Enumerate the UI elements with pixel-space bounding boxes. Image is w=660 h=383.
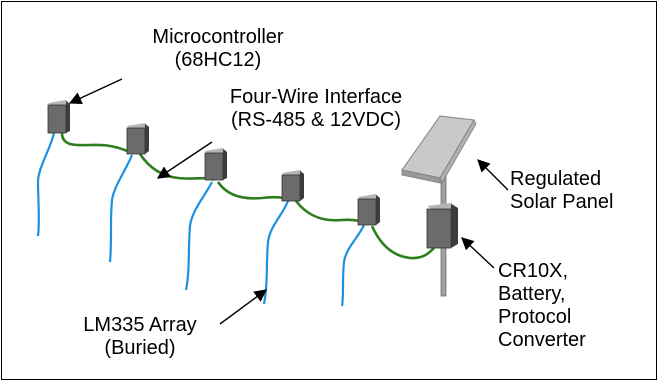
bus-wire-segment-1 — [60, 132, 137, 154]
sensor-cables — [36, 132, 365, 307]
label-microcontroller: Microcontroller (68HC12) — [118, 26, 318, 72]
sensor-cable-1 — [36, 132, 56, 237]
label-logger-line2: Battery, — [498, 283, 566, 305]
microcontroller-box-2 — [126, 123, 149, 155]
label-logger-line1: CR10X, — [498, 260, 569, 282]
sensor-cable-3 — [184, 181, 213, 291]
arrow-solar-panel — [477, 159, 509, 191]
label-logger-line4: Converter — [498, 329, 586, 351]
bus-wire-segment-5 — [370, 225, 435, 260]
label-array-line1: LM335 Array — [83, 314, 197, 336]
sensor-cable-2 — [108, 154, 134, 263]
bus-wire — [60, 132, 435, 260]
microcontroller-box-4 — [281, 170, 304, 202]
arrow-microcontroller — [68, 78, 123, 104]
logger-enclosure — [426, 203, 458, 249]
microcontroller-box-1 — [47, 100, 70, 134]
solar-panel — [401, 115, 477, 184]
sensor-cable-4 — [262, 200, 290, 305]
arrow-logger — [461, 237, 495, 269]
label-interface: Four-Wire Interface (RS-485 & 12VDC) — [196, 86, 436, 132]
label-logger: CR10X, Battery, Protocol Converter — [498, 260, 648, 352]
label-solar-panel: Regulated Solar Panel — [510, 168, 650, 214]
arrow-interface — [156, 141, 213, 179]
label-logger-line3: Protocol — [498, 306, 572, 328]
sensor-cable-5 — [340, 224, 365, 307]
annotation-arrows — [68, 78, 509, 325]
label-array-line2: (Buried) — [104, 337, 176, 359]
bus-wire-segment-3 — [216, 181, 293, 202]
microcontroller-box-5 — [357, 194, 380, 226]
label-solar-panel-line2: Solar Panel — [510, 191, 614, 213]
label-solar-panel-line1: Regulated — [510, 168, 602, 190]
label-microcontroller-line2: (68HC12) — [174, 49, 262, 71]
label-interface-line1: Four-Wire Interface — [229, 86, 403, 108]
label-array: LM335 Array (Buried) — [60, 314, 220, 360]
arrow-array — [219, 289, 268, 325]
label-microcontroller-line1: Microcontroller — [152, 26, 284, 48]
bus-wire-segment-4 — [294, 200, 369, 226]
label-interface-line2: (RS-485 & 12VDC) — [230, 109, 402, 131]
microcontroller-box-3 — [204, 148, 227, 181]
bus-wire-segment-2 — [138, 153, 215, 182]
